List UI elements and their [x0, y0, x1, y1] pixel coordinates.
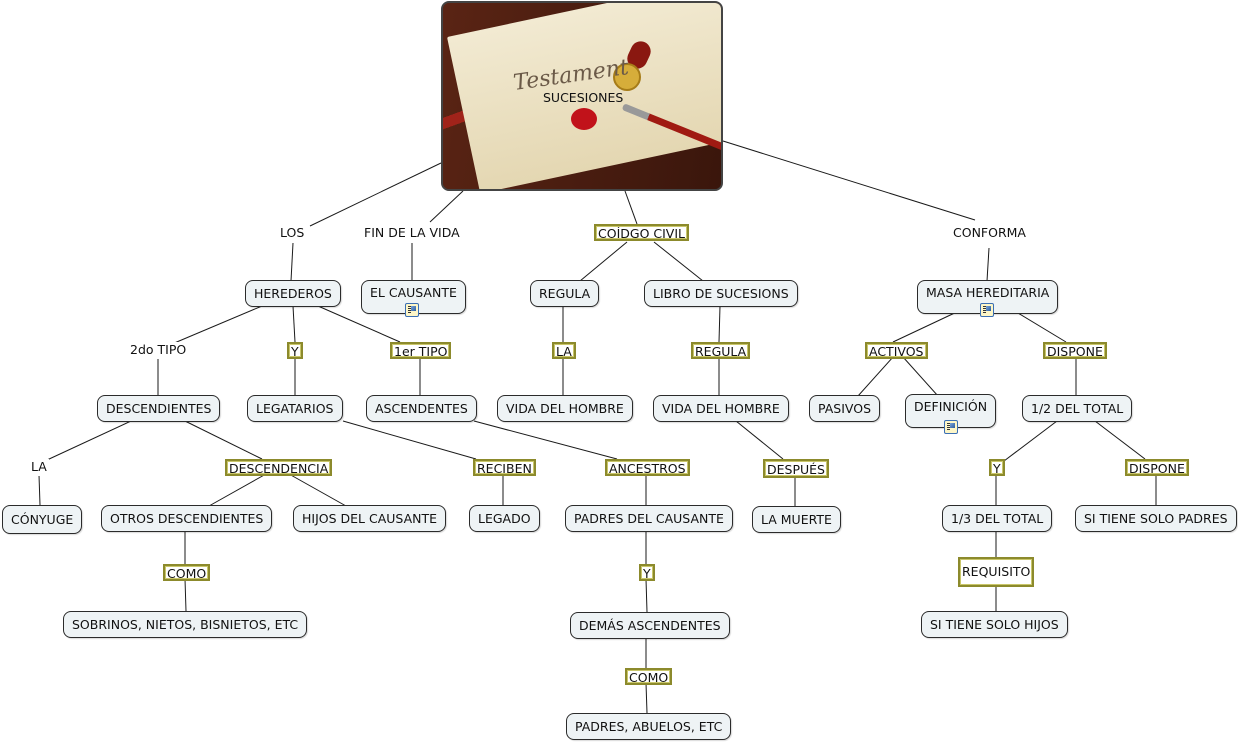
connector: [46, 420, 132, 461]
connector: [309, 162, 442, 227]
link-conforma[interactable]: CONFORMA: [951, 225, 1028, 242]
concept-1-2-del-total[interactable]: 1/2 DEL TOTAL: [1022, 395, 1133, 422]
connector: [624, 190, 638, 225]
link-y-padres[interactable]: Y: [639, 564, 655, 581]
wax-seal-image: [571, 108, 597, 130]
connector: [653, 241, 704, 282]
connector: [645, 682, 648, 714]
concept-label: MASA HEREDITARIA: [926, 285, 1050, 300]
concept-otros-descendientes[interactable]: OTROS DESCENDIENTES: [101, 505, 273, 532]
link-requisito[interactable]: REQUISITO: [958, 557, 1035, 587]
connector: [735, 420, 784, 460]
link-la[interactable]: LA: [29, 459, 49, 476]
concept-regula[interactable]: REGULA: [530, 280, 600, 307]
connector: [986, 247, 990, 282]
link-dispone[interactable]: DISPONE: [1043, 342, 1107, 359]
connector: [718, 305, 721, 343]
root-concept-sucesiones[interactable]: Testament SUCESIONES: [441, 1, 723, 191]
root-label: SUCESIONES: [543, 90, 624, 105]
connector: [1012, 309, 1067, 343]
concept-ascendentes[interactable]: ASCENDENTES: [366, 395, 477, 422]
connector: [473, 420, 618, 460]
concept-libro-de-sucesions[interactable]: LIBRO DE SUCESIONS: [644, 280, 798, 307]
link-como[interactable]: COMO: [625, 668, 673, 685]
concept-vida-del-hombre[interactable]: VIDA DEL HOMBRE: [653, 395, 789, 422]
link-1er-tipo[interactable]: 1er TIPO: [390, 342, 452, 359]
concept-label: DEFINICIÓN: [914, 399, 988, 414]
connector: [292, 305, 296, 343]
concept-hijos-del-causante[interactable]: HIJOS DEL CAUSANTE: [293, 505, 447, 532]
link-ancestros[interactable]: ANCESTROS: [605, 459, 690, 476]
concept-demas-ascendentes[interactable]: DEMÁS ASCENDENTES: [570, 612, 730, 639]
document-resource-icon[interactable]: [405, 303, 419, 317]
connector: [171, 305, 263, 345]
connector: [857, 356, 894, 397]
link-codigo-civil[interactable]: COÍDGO CIVIL: [594, 224, 689, 241]
connector: [38, 474, 41, 506]
document-resource-icon[interactable]: [944, 420, 958, 434]
connector: [184, 578, 187, 612]
connector: [579, 241, 628, 282]
connector: [902, 356, 939, 397]
connector: [317, 305, 401, 343]
connector: [1094, 420, 1146, 460]
concept-legado[interactable]: LEGADO: [469, 505, 540, 532]
connector: [290, 242, 294, 282]
link-despues[interactable]: DESPUÉS: [763, 459, 829, 478]
concept-legatarios[interactable]: LEGATARIOS: [247, 395, 343, 422]
connector: [645, 578, 648, 613]
link-y-herederos[interactable]: Y: [287, 342, 303, 359]
link-dispone[interactable]: DISPONE: [1125, 459, 1189, 476]
concept-conyuge[interactable]: CÓNYUGE: [2, 505, 83, 534]
link-reciben[interactable]: RECIBEN: [473, 459, 536, 476]
connector: [184, 420, 263, 460]
stamp-image: [613, 63, 641, 91]
connector: [892, 309, 962, 343]
connector: [429, 190, 464, 223]
connector: [288, 473, 347, 507]
link-regula[interactable]: REGULA: [691, 342, 751, 359]
concept-pasivos[interactable]: PASIVOS: [809, 395, 881, 422]
concept-descendientes[interactable]: DESCENDIENTES: [97, 395, 221, 422]
link-la[interactable]: LA: [552, 342, 576, 359]
connector: [342, 420, 477, 460]
connector: [208, 473, 267, 507]
concept-si-tiene-solo-hijos[interactable]: SI TIENE SOLO HIJOS: [921, 611, 1068, 638]
document-resource-icon[interactable]: [980, 303, 994, 317]
concept-label: EL CAUSANTE: [370, 285, 457, 300]
concept-herederos[interactable]: HEREDEROS: [245, 280, 341, 307]
concept-vida-del-hombre[interactable]: VIDA DEL HOMBRE: [497, 395, 633, 422]
link-2do-tipo[interactable]: 2do TIPO: [128, 342, 189, 359]
concept-padres-abuelos[interactable]: PADRES, ABUELOS, ETC: [566, 713, 732, 740]
link-descendencia[interactable]: DESCENDENCIA: [225, 459, 333, 476]
link-y-total[interactable]: Y: [989, 459, 1005, 476]
concept-1-3-del-total[interactable]: 1/3 DEL TOTAL: [942, 505, 1053, 532]
concept-sobrinos-nietos-bisnietos[interactable]: SOBRINOS, NIETOS, BISNIETOS, ETC: [63, 611, 308, 638]
connector: [722, 140, 976, 221]
concept-si-tiene-solo-padres[interactable]: SI TIENE SOLO PADRES: [1075, 505, 1237, 532]
link-activos[interactable]: ACTIVOS: [865, 342, 928, 359]
link-fin-de-la-vida[interactable]: FIN DE LA VIDA: [362, 225, 462, 242]
concept-padres-del-causante[interactable]: PADRES DEL CAUSANTE: [565, 505, 733, 532]
concept-la-muerte[interactable]: LA MUERTE: [752, 506, 841, 533]
connector: [1003, 420, 1058, 462]
link-como[interactable]: COMO: [163, 564, 211, 581]
link-los[interactable]: LOS: [278, 225, 307, 242]
